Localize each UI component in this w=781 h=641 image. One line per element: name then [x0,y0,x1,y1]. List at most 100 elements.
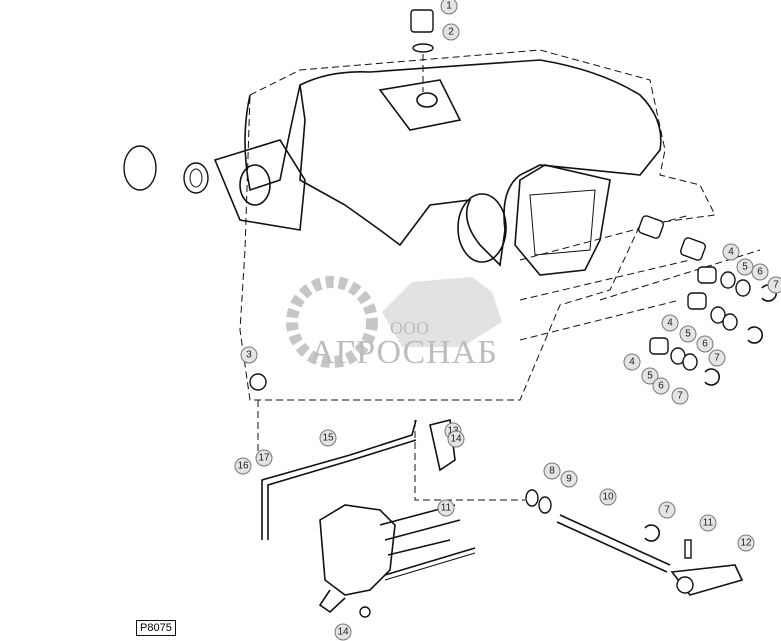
callout-label: 9 [566,474,572,485]
callout-17: 17 [255,449,273,467]
callout-label: 1 [446,1,452,12]
callout-circle [736,258,754,276]
callout-11: 11 [699,514,717,532]
callout-5: 5 [641,367,659,385]
watermark-prefix: ООО [390,318,429,338]
callout-16: 16 [234,457,252,475]
callout-label: 17 [258,453,270,464]
rod [261,419,417,540]
callout-circle [658,501,676,519]
callout-circle [319,429,337,447]
callout-label: 2 [448,27,454,38]
o-ring [412,43,434,53]
callout-15: 15 [319,429,337,447]
callout-label: 16 [237,461,249,472]
callout-2: 2 [442,23,460,41]
callout-7: 7 [767,276,781,294]
callout-7: 7 [658,501,676,519]
callout-3: 3 [240,346,258,364]
callout-circle [442,23,460,41]
callout-circle [440,0,458,15]
lever-bracket [429,419,456,472]
callout-circle [661,314,679,332]
callout-circle [767,276,781,294]
callout-7: 7 [708,349,726,367]
callout-label: 6 [702,339,708,350]
callout-label: 6 [658,381,664,392]
callout-circle [708,349,726,367]
callout-5: 5 [736,258,754,276]
bushing-row-2 [687,292,763,344]
callout-label: 11 [703,518,714,529]
callout-circle [437,499,455,517]
callout-circle [543,462,561,480]
callout-6: 6 [696,335,714,353]
callout-label: 3 [246,350,252,361]
spring [384,547,476,576]
callout-9: 9 [560,470,578,488]
callout-circle [679,325,697,343]
callout-7: 7 [671,387,689,405]
callout-label: 7 [677,391,683,402]
housing-outline [239,49,716,401]
callout-circle [447,430,465,448]
side-cover-plate [213,139,306,231]
callout-label: 5 [742,262,748,273]
gearbox-housing [299,59,662,267]
callout-8: 8 [543,462,561,480]
callout-11: 11 [437,499,455,517]
callout-label: 5 [685,329,691,340]
callout-circle [240,346,258,364]
callout-label: 5 [647,371,653,382]
callout-label: 7 [664,505,670,516]
callout-circle [699,514,717,532]
callout-6: 6 [751,263,769,281]
callout-circle [599,488,617,506]
linkage-body [319,504,396,596]
watermark-name: АГРОСНАБ [310,334,498,371]
callout-circle [722,243,740,261]
mounting-plate [514,164,611,276]
callout-circle [737,534,755,552]
callout-label: 12 [740,538,752,549]
callout-circle [671,387,689,405]
bushing-row-3 [649,337,720,386]
gear-combine-logo-icon [286,276,502,368]
watermark-logo: ООО АГРОСНАБ [272,252,532,382]
callout-1: 1 [440,0,458,15]
nut [249,373,267,391]
callout-circle [641,367,659,385]
callout-5: 5 [679,325,697,343]
callout-label: 15 [322,433,334,444]
callout-14: 14 [334,623,352,641]
callout-circle [234,457,252,475]
callout-label: 6 [757,267,763,278]
callout-circle [623,353,641,371]
callout-6: 6 [652,377,670,395]
plug [410,9,434,33]
callout-circle [696,335,714,353]
callout-4: 4 [661,314,679,332]
callout-label: 14 [450,434,462,445]
callout-12: 12 [737,534,755,552]
callout-circle [652,377,670,395]
callout-label: 4 [629,357,635,368]
callout-10: 10 [599,488,617,506]
callout-label: 10 [602,492,614,503]
callout-label: 4 [667,318,673,329]
callout-label: 4 [728,247,734,258]
callout-label: 7 [714,353,720,364]
callout-circle [560,470,578,488]
callout-4: 4 [722,243,740,261]
callout-circle [334,623,352,641]
callout-4: 4 [623,353,641,371]
callout-label: 14 [337,627,349,638]
bushing-row-1 [638,215,777,302]
cap [123,145,157,191]
figure-reference: P8075 [136,620,176,636]
callout-circle [751,263,769,281]
washer [183,162,209,194]
